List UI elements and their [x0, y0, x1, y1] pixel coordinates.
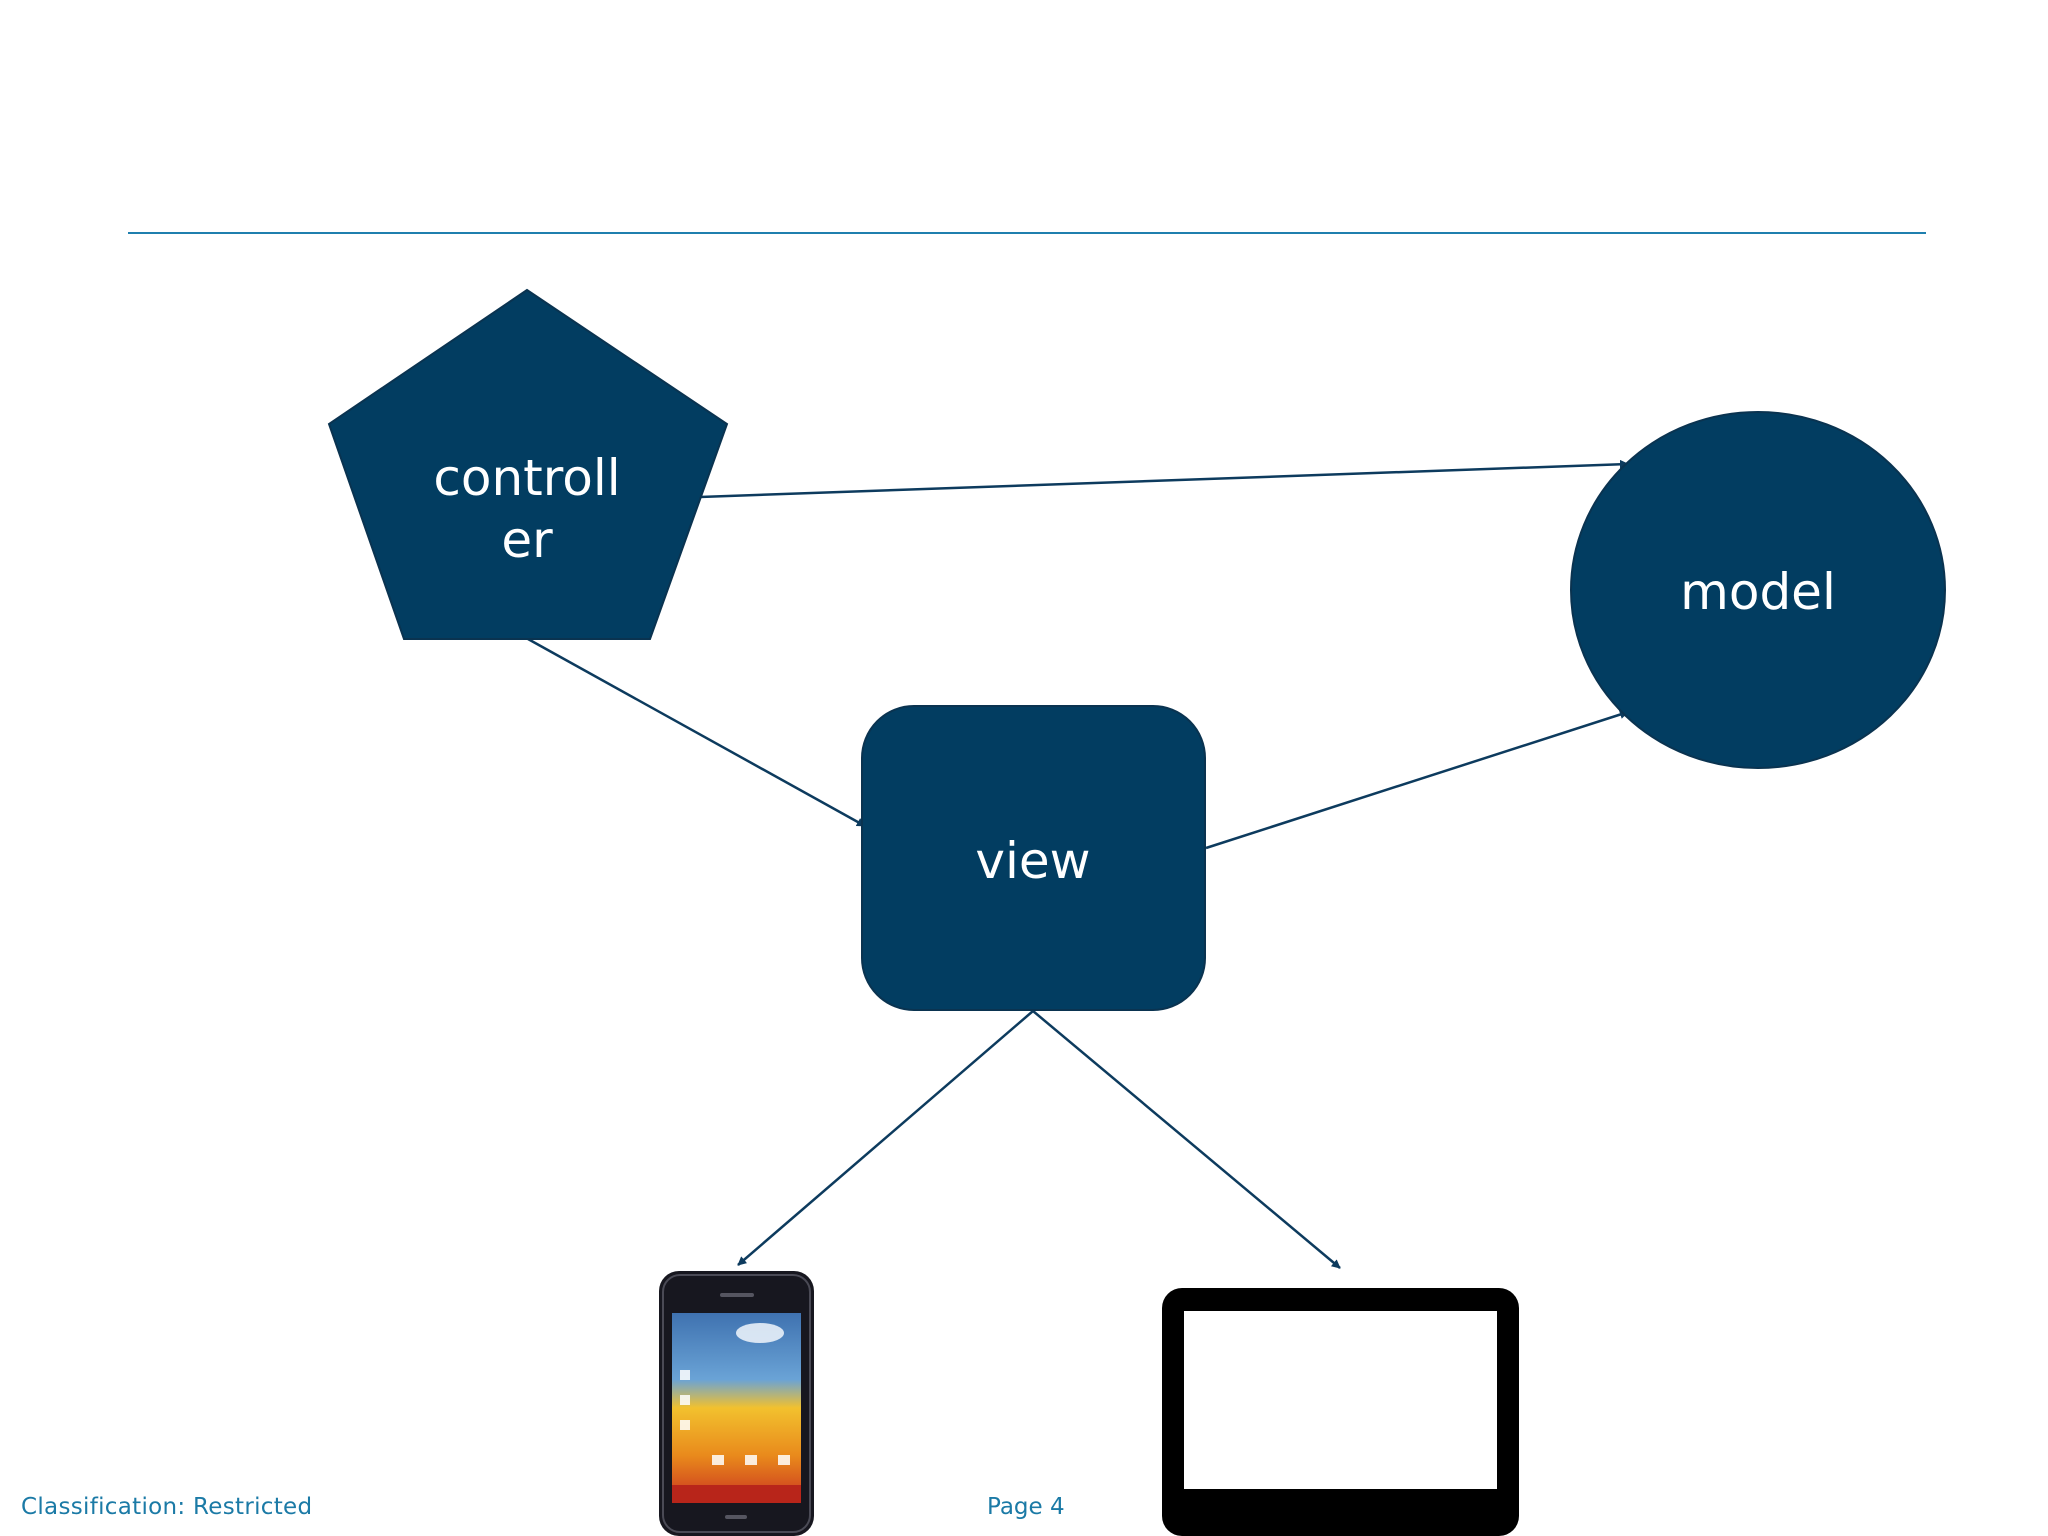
controller-label-line2: er: [501, 511, 553, 569]
controller-label-line1: controll: [433, 449, 620, 507]
edge-view-phone: [737, 1010, 1034, 1266]
edge-controller-model: [699, 459, 1629, 499]
classification-label: Classification: Restricted: [21, 1494, 313, 1520]
model-node: model: [1570, 411, 1946, 769]
controller-node: controll er: [327, 288, 729, 640]
edge-controller-view: [527, 637, 866, 828]
smartphone-icon: [659, 1271, 814, 1536]
edge-view-model: [1205, 710, 1629, 850]
model-label: model: [1680, 563, 1836, 621]
view-node: view: [861, 705, 1206, 1011]
edge-view-monitor: [1032, 1010, 1341, 1269]
edges: [527, 459, 1629, 1269]
view-label: view: [975, 832, 1090, 890]
monitor-icon: [1162, 1288, 1519, 1536]
page-number: Page 4: [987, 1494, 1065, 1520]
